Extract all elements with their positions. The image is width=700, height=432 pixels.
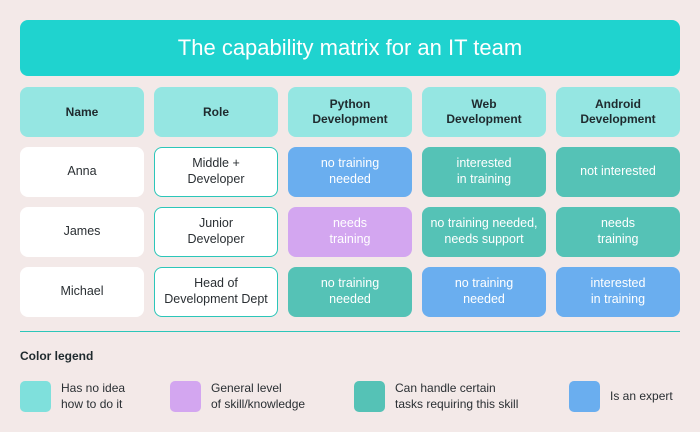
capability-matrix: Name Role Python Development Web Develop… (20, 87, 680, 317)
skill-python: no training needed (288, 267, 412, 317)
legend-item-no-idea: Has no idea how to do it (20, 381, 126, 413)
legend-swatch (170, 381, 201, 413)
page-title: The capability matrix for an IT team (20, 20, 680, 76)
header-name: Name (20, 87, 144, 137)
skill-android: needs training (556, 207, 680, 257)
legend-swatch (20, 381, 51, 413)
header-role: Role (154, 87, 278, 137)
member-name: James (20, 207, 144, 257)
legend-title: Color legend (20, 349, 94, 363)
legend-divider (20, 331, 680, 332)
skill-python: needs training (288, 207, 412, 257)
legend-swatch (569, 381, 600, 412)
legend-label: General level of skill/knowledge (211, 381, 306, 411)
header-web: Web Development (422, 87, 546, 137)
legend-item-expert: Is an expert (569, 381, 673, 412)
header-android: Android Development (556, 87, 680, 137)
skill-web: no training needed (422, 267, 546, 317)
member-name: Anna (20, 147, 144, 197)
skill-web: interested in training (422, 147, 546, 197)
member-role: Middle + Developer (154, 147, 278, 197)
member-role: Junior Developer (154, 207, 278, 257)
skill-android: not interested (556, 147, 680, 197)
skill-web: no training needed, needs support (422, 207, 546, 257)
member-role: Head of Development Dept (154, 267, 278, 317)
legend-label: Has no idea how to do it (61, 381, 126, 411)
legend-item-certain-tasks: Can handle certain tasks requiring this … (354, 381, 519, 413)
member-name: Michael (20, 267, 144, 317)
legend-label: Can handle certain tasks requiring this … (395, 381, 519, 411)
legend-item-general: General level of skill/knowledge (170, 381, 306, 413)
skill-python: no training needed (288, 147, 412, 197)
header-python: Python Development (288, 87, 412, 137)
legend-swatch (354, 381, 385, 413)
legend-label: Is an expert (610, 388, 673, 403)
skill-android: interested in training (556, 267, 680, 317)
